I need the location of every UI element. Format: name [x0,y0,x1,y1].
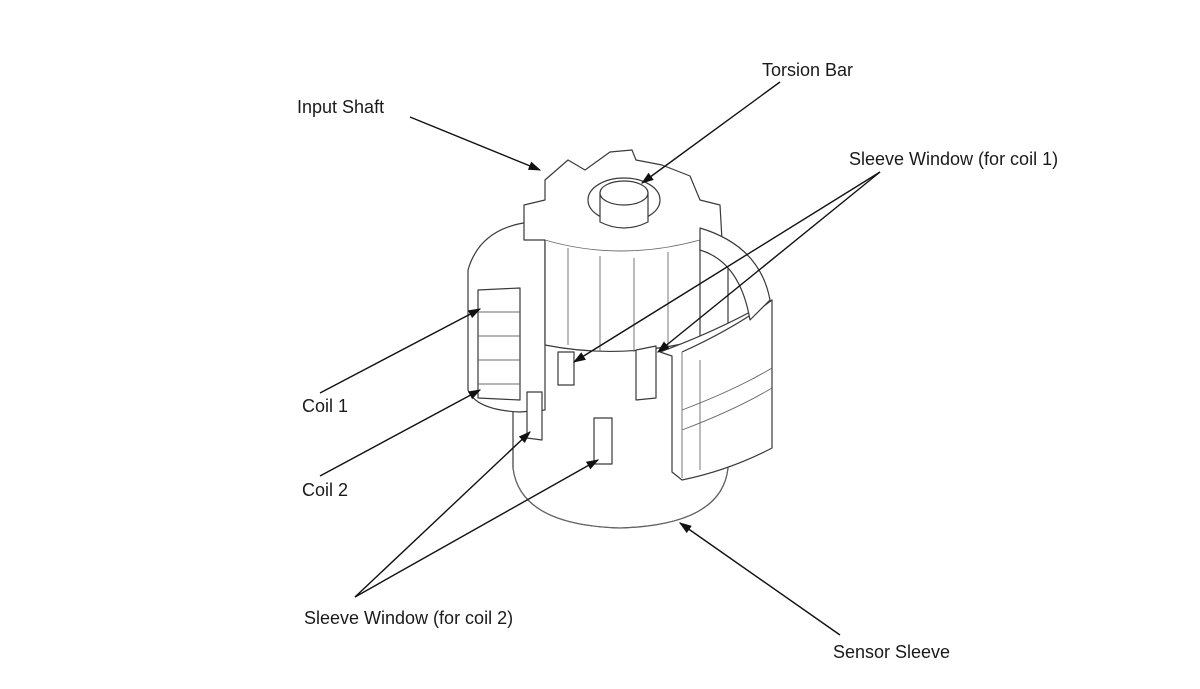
leader-coil-2 [319,389,482,477]
coil-assembly-left [467,221,546,413]
label-coil-2: Coil 2 [302,480,349,500]
leader-sleeve-window-2b [354,459,600,598]
leader-torsion-bar [640,81,781,184]
leader-lines [319,81,881,636]
leader-input-shaft [409,116,542,171]
label-input-shaft: Input Shaft [297,97,385,117]
label-coil-1: Coil 1 [302,396,349,416]
torsion-bar [587,177,661,229]
label-sensor-sleeve: Sensor Sleeve [833,642,951,662]
leader-sleeve-window-1b [657,171,881,353]
label-torsion-bar: Torsion Bar [762,60,854,80]
coil-assembly-right [659,227,773,481]
label-sleeve-window-coil-1: Sleeve Window (for coil 1) [849,149,1059,169]
label-sleeve-window-coil-2: Sleeve Window (for coil 2) [304,608,514,628]
leader-sleeve-window-1a [572,171,881,363]
leader-coil-1 [319,308,482,394]
leader-sensor-sleeve [678,522,841,636]
sleeve-windows [526,345,657,465]
leader-sleeve-window-2a [354,431,531,598]
